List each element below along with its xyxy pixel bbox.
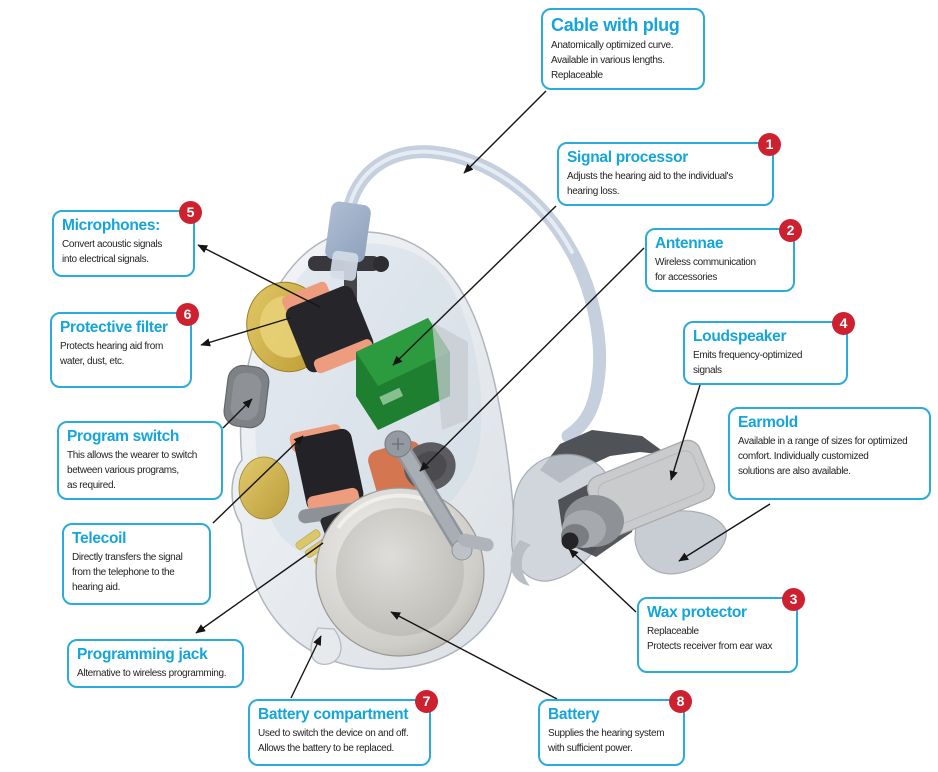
callout-cable-with-plug: Cable with plug Anatomically optimized c…: [541, 8, 705, 90]
callout-battery-compartment: Battery compartment Used to switch the d…: [248, 690, 438, 766]
number-badge: 8: [669, 690, 692, 713]
program-switch-part: [223, 364, 270, 429]
callout-body: Replaceable Protects receiver from ear w…: [647, 626, 773, 652]
cable-plug: [325, 201, 371, 281]
leader-lines: [195, 90, 771, 700]
callout-title: Earmold: [738, 414, 798, 431]
number-badge: 2: [779, 219, 802, 242]
internal-components: [223, 252, 494, 657]
callout-body: Alternative to wireless programming.: [77, 668, 227, 679]
callout-title: Telecoil: [72, 530, 127, 547]
callout-title: Signal processor: [567, 149, 688, 166]
earmold-part: [510, 430, 727, 586]
callout-body: Used to switch the device on and off. Al…: [258, 728, 409, 754]
callout-title: Battery compartment: [258, 706, 409, 723]
callout-wax-protector: Wax protector Replaceable Protects recei…: [637, 588, 805, 673]
callout-body: Wireless communication for accessories: [655, 257, 756, 283]
callout-title: Antennae: [655, 235, 724, 252]
number-badge: 6: [176, 303, 199, 326]
callout-body: Convert acoustic signals into electrical…: [62, 239, 162, 265]
callout-title: Programming jack: [77, 646, 208, 663]
callout-title: Wax protector: [647, 604, 747, 621]
callout-body: Emits frequency-optimized signals: [693, 350, 803, 376]
callout-telecoil: Telecoil Directly transfers the signal f…: [62, 523, 211, 605]
cable-with-plug-part: [340, 145, 607, 443]
callout-antennae: Antennae Wireless communication for acce…: [645, 219, 802, 292]
callout-earmold: Earmold Available in a range of sizes fo…: [728, 407, 931, 500]
callout-microphones: Microphones: Convert acoustic signals in…: [52, 201, 202, 277]
callout-body: This allows the wearer to switch between…: [67, 450, 197, 491]
callout-title: Program switch: [67, 428, 180, 445]
callout-title: Protective filter: [60, 319, 168, 336]
number-badge: 1: [758, 133, 781, 156]
callout-program-switch: Program switch This allows the wearer to…: [57, 421, 223, 500]
callout-body: Anatomically optimized curve. Available …: [551, 40, 674, 81]
callout-body: Directly transfers the signal from the t…: [72, 552, 183, 593]
number-badge: 4: [832, 312, 855, 335]
callout-title: Microphones:: [62, 217, 161, 234]
callout-body: Available in a range of sizes for optimi…: [738, 436, 908, 477]
callout-battery: Battery Supplies the hearing system with…: [538, 690, 692, 766]
callout-loudspeaker: Loudspeaker Emits frequency-optimized si…: [683, 312, 855, 385]
callout-title: Battery: [548, 706, 600, 723]
number-badge: 3: [782, 588, 805, 611]
callout-title: Cable with plug: [551, 15, 680, 35]
callout-signal-processor: Signal processor Adjusts the hearing aid…: [557, 133, 781, 206]
number-badge: 7: [415, 690, 438, 713]
number-badge: 5: [179, 201, 202, 224]
callout-programming-jack: Programming jack Alternative to wireless…: [67, 639, 244, 688]
callout-title: Loudspeaker: [693, 328, 787, 345]
callout-protective-filter: Protective filter Protects hearing aid f…: [50, 303, 199, 388]
callout-body: Supplies the hearing system with suffici…: [548, 728, 665, 754]
callout-body: Protects hearing aid from water, dust, e…: [60, 341, 163, 367]
callout-body: Adjusts the hearing aid to the individua…: [567, 171, 733, 197]
